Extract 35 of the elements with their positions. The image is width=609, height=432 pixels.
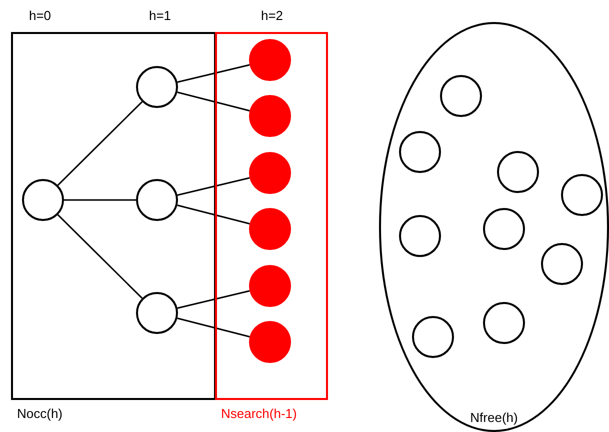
state-circle: [249, 95, 291, 137]
connector-line: [177, 318, 250, 338]
state-circle: [22, 179, 64, 221]
state-circle: [249, 265, 291, 307]
state-circle: [249, 39, 291, 81]
connector-line: [177, 290, 250, 309]
set-label: Nsearch(h-1): [221, 406, 297, 421]
connector-line: [177, 204, 250, 224]
state-circle: [497, 151, 539, 193]
state-circle: [136, 66, 178, 108]
set-label: Nfree(h): [470, 410, 518, 425]
state-circle: [541, 243, 583, 285]
set-ellipse: [379, 22, 609, 432]
state-circle: [561, 174, 603, 216]
state-circle: [249, 208, 291, 250]
state-circle: [483, 208, 525, 250]
connector-line: [57, 214, 143, 299]
state-circle: [440, 75, 482, 117]
state-circle: [412, 316, 454, 358]
connector-line: [64, 199, 136, 201]
state-circle: [249, 152, 291, 194]
level-label: h=0: [28, 8, 52, 23]
connector-line: [177, 64, 250, 83]
state-circle: [249, 321, 291, 363]
level-label: h=2: [260, 8, 284, 23]
connector-line: [177, 92, 250, 112]
state-circle: [136, 179, 178, 221]
state-circle: [399, 131, 441, 173]
state-circle: [483, 302, 525, 344]
level-label: h=1: [148, 8, 172, 23]
state-circle: [136, 292, 178, 334]
connector-line: [57, 101, 143, 186]
set-label: Nocc(h): [17, 406, 63, 421]
state-circle: [399, 215, 441, 257]
connector-line: [177, 177, 250, 196]
